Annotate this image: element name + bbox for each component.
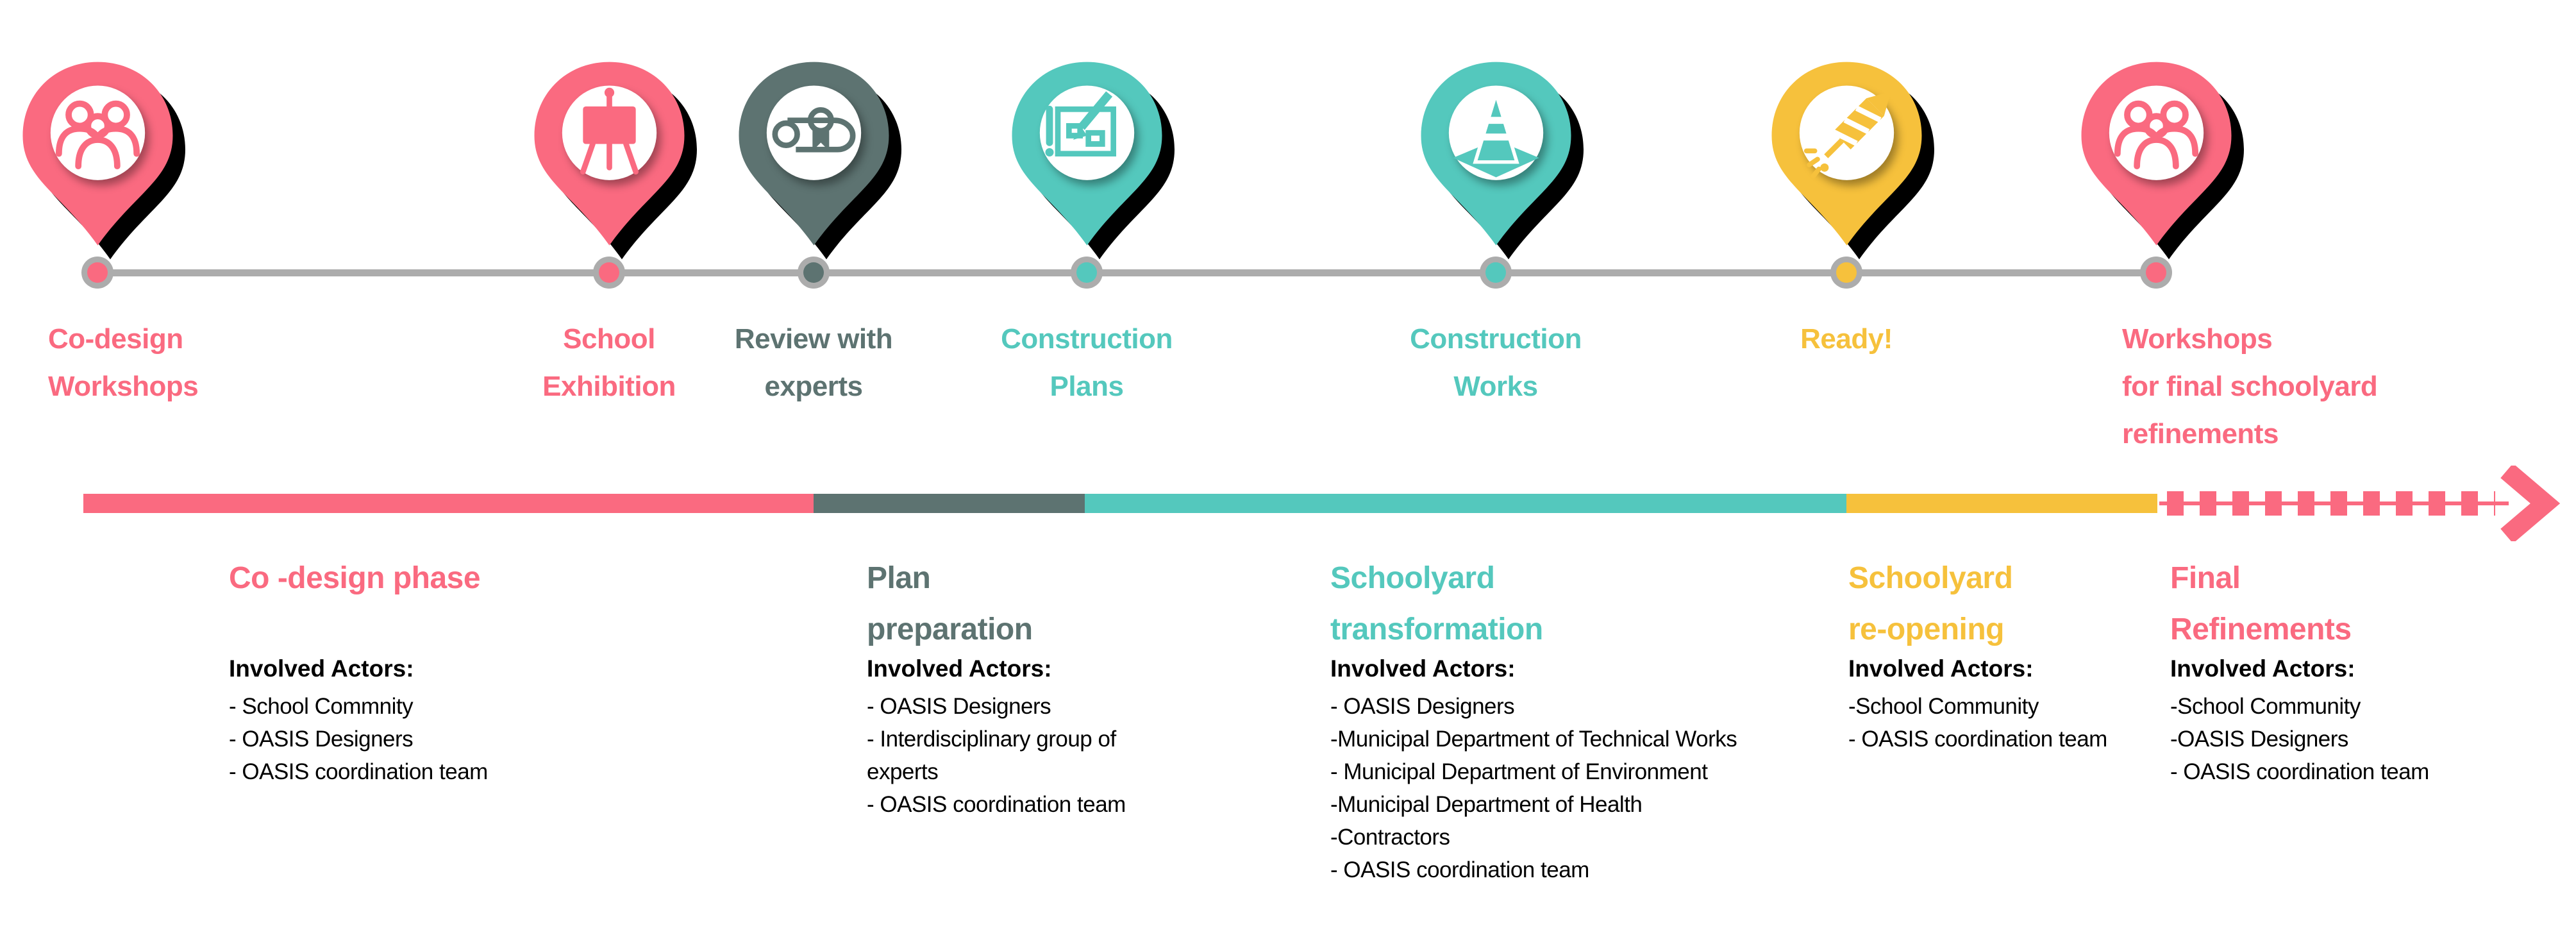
bar-segment-plan-preparation xyxy=(814,494,1085,513)
actor-item: -School Community xyxy=(2170,694,2361,719)
milestone-pin-construction-works xyxy=(1417,56,1584,265)
phase-title: Schoolyard transformation xyxy=(1330,561,1543,646)
actor-item: -Municipal Department of Technical Works xyxy=(1330,727,1737,752)
actor-item: - OASIS Designers xyxy=(867,694,1051,719)
people-group-icon xyxy=(55,100,140,170)
milestone-label-final-workshops: Workshops for final schoolyard refinemen… xyxy=(2122,323,2378,450)
milestone-label-co-design-workshops: Co-design Workshops xyxy=(48,323,199,402)
involved-actors-list: - OASIS Designers -Municipal Department … xyxy=(1330,690,1737,886)
actor-item: -Municipal Department of Health xyxy=(1330,792,1643,817)
actor-item: -Contractors xyxy=(1330,825,1450,850)
actor-item: - OASIS coordination team xyxy=(229,759,488,784)
milestone-label-school-exhibition: School Exhibition xyxy=(542,323,676,402)
timeline-dot xyxy=(1071,257,1103,289)
milestone-pin-review-with-experts xyxy=(735,56,901,265)
firework-icon xyxy=(1803,91,1891,179)
phase-title: Co -design phase xyxy=(229,561,481,595)
milestone-pin-final-workshops xyxy=(2077,56,2244,265)
actor-item: - OASIS Designers xyxy=(229,727,414,752)
milestone-pin-ready xyxy=(1768,56,1934,265)
phase-schoolyard-transformation: Schoolyard transformation Involved Actor… xyxy=(1330,553,1843,882)
phase-plan-preparation: Plan preparation Involved Actors: - OASI… xyxy=(867,553,1200,817)
actor-item: - OASIS coordination team xyxy=(1848,727,2107,752)
easel-icon xyxy=(580,87,639,175)
milestone-label-construction-works: Construction Works xyxy=(1410,323,1582,402)
involved-actors-list: -School Community -OASIS Designers - OAS… xyxy=(2170,690,2429,788)
timeline-dot xyxy=(593,257,625,289)
milestone-label-construction-plans: Construction Plans xyxy=(1001,323,1173,402)
actor-item: -OASIS Designers xyxy=(2170,727,2348,752)
actor-item: - School Commnity xyxy=(229,694,414,719)
blueprint-icon xyxy=(1045,91,1116,156)
milestone-pin-school-exhibition xyxy=(530,56,697,265)
timeline-dot xyxy=(1480,257,1512,289)
actor-item: - OASIS coordination team xyxy=(2170,759,2429,784)
timeline-line xyxy=(97,269,2156,276)
diploma-icon xyxy=(772,107,856,153)
involved-actors-heading: Involved Actors: xyxy=(229,655,414,682)
phase-co-design: Co -design phase Involved Actors: - Scho… xyxy=(229,553,626,784)
bar-segment-final-refinements-dashed xyxy=(2167,491,2495,516)
actor-item: -School Community xyxy=(1848,694,2039,719)
bar-segment-co-design xyxy=(83,494,814,513)
milestone-label-ready: Ready! xyxy=(1800,323,1893,355)
milestone-pin-construction-plans xyxy=(1008,56,1175,265)
actor-item: - Municipal Department of Environment xyxy=(1330,759,1708,784)
involved-actors-heading: Involved Actors: xyxy=(1330,655,1516,682)
traffic-cone-icon xyxy=(1453,88,1539,178)
timeline-dot xyxy=(798,257,830,289)
actor-item: - OASIS coordination team xyxy=(1330,857,1589,882)
phase-title: Plan preparation xyxy=(867,561,1033,646)
actor-item: - OASIS Designers xyxy=(1330,694,1515,719)
milestone-label-review-with-experts: Review with experts xyxy=(734,323,893,402)
phase-title: Schoolyard re-opening xyxy=(1848,561,2013,646)
timeline-dot xyxy=(2140,257,2172,289)
phase-final-refinements: Final Refinements Involved Actors: -Scho… xyxy=(2170,553,2568,784)
involved-actors-list: - OASIS Designers - Interdisciplinary gr… xyxy=(867,690,1187,821)
milestone-pin-co-design-workshops xyxy=(19,56,185,265)
phase-schoolyard-re-opening: Schoolyard re-opening Involved Actors: -… xyxy=(1848,553,2169,752)
phase-title: Final Refinements xyxy=(2170,561,2352,646)
actor-item: - OASIS coordination team xyxy=(867,792,1126,817)
involved-actors-heading: Involved Actors: xyxy=(1848,655,2034,682)
arrow-head-icon xyxy=(2500,466,2561,541)
people-group-icon xyxy=(2114,100,2199,170)
involved-actors-list: - School Commnity - OASIS Designers - OA… xyxy=(229,690,488,788)
involved-actors-list: -School Community - OASIS coordination t… xyxy=(1848,690,2107,755)
bar-segment-schoolyard-re-opening xyxy=(1846,494,2157,513)
involved-actors-heading: Involved Actors: xyxy=(867,655,1052,682)
involved-actors-heading: Involved Actors: xyxy=(2170,655,2355,682)
bar-segment-schoolyard-transformation xyxy=(1085,494,1846,513)
actor-item: - Interdisciplinary group of experts xyxy=(867,727,1116,784)
timeline-dot xyxy=(81,257,113,289)
timeline-dot xyxy=(1830,257,1862,289)
